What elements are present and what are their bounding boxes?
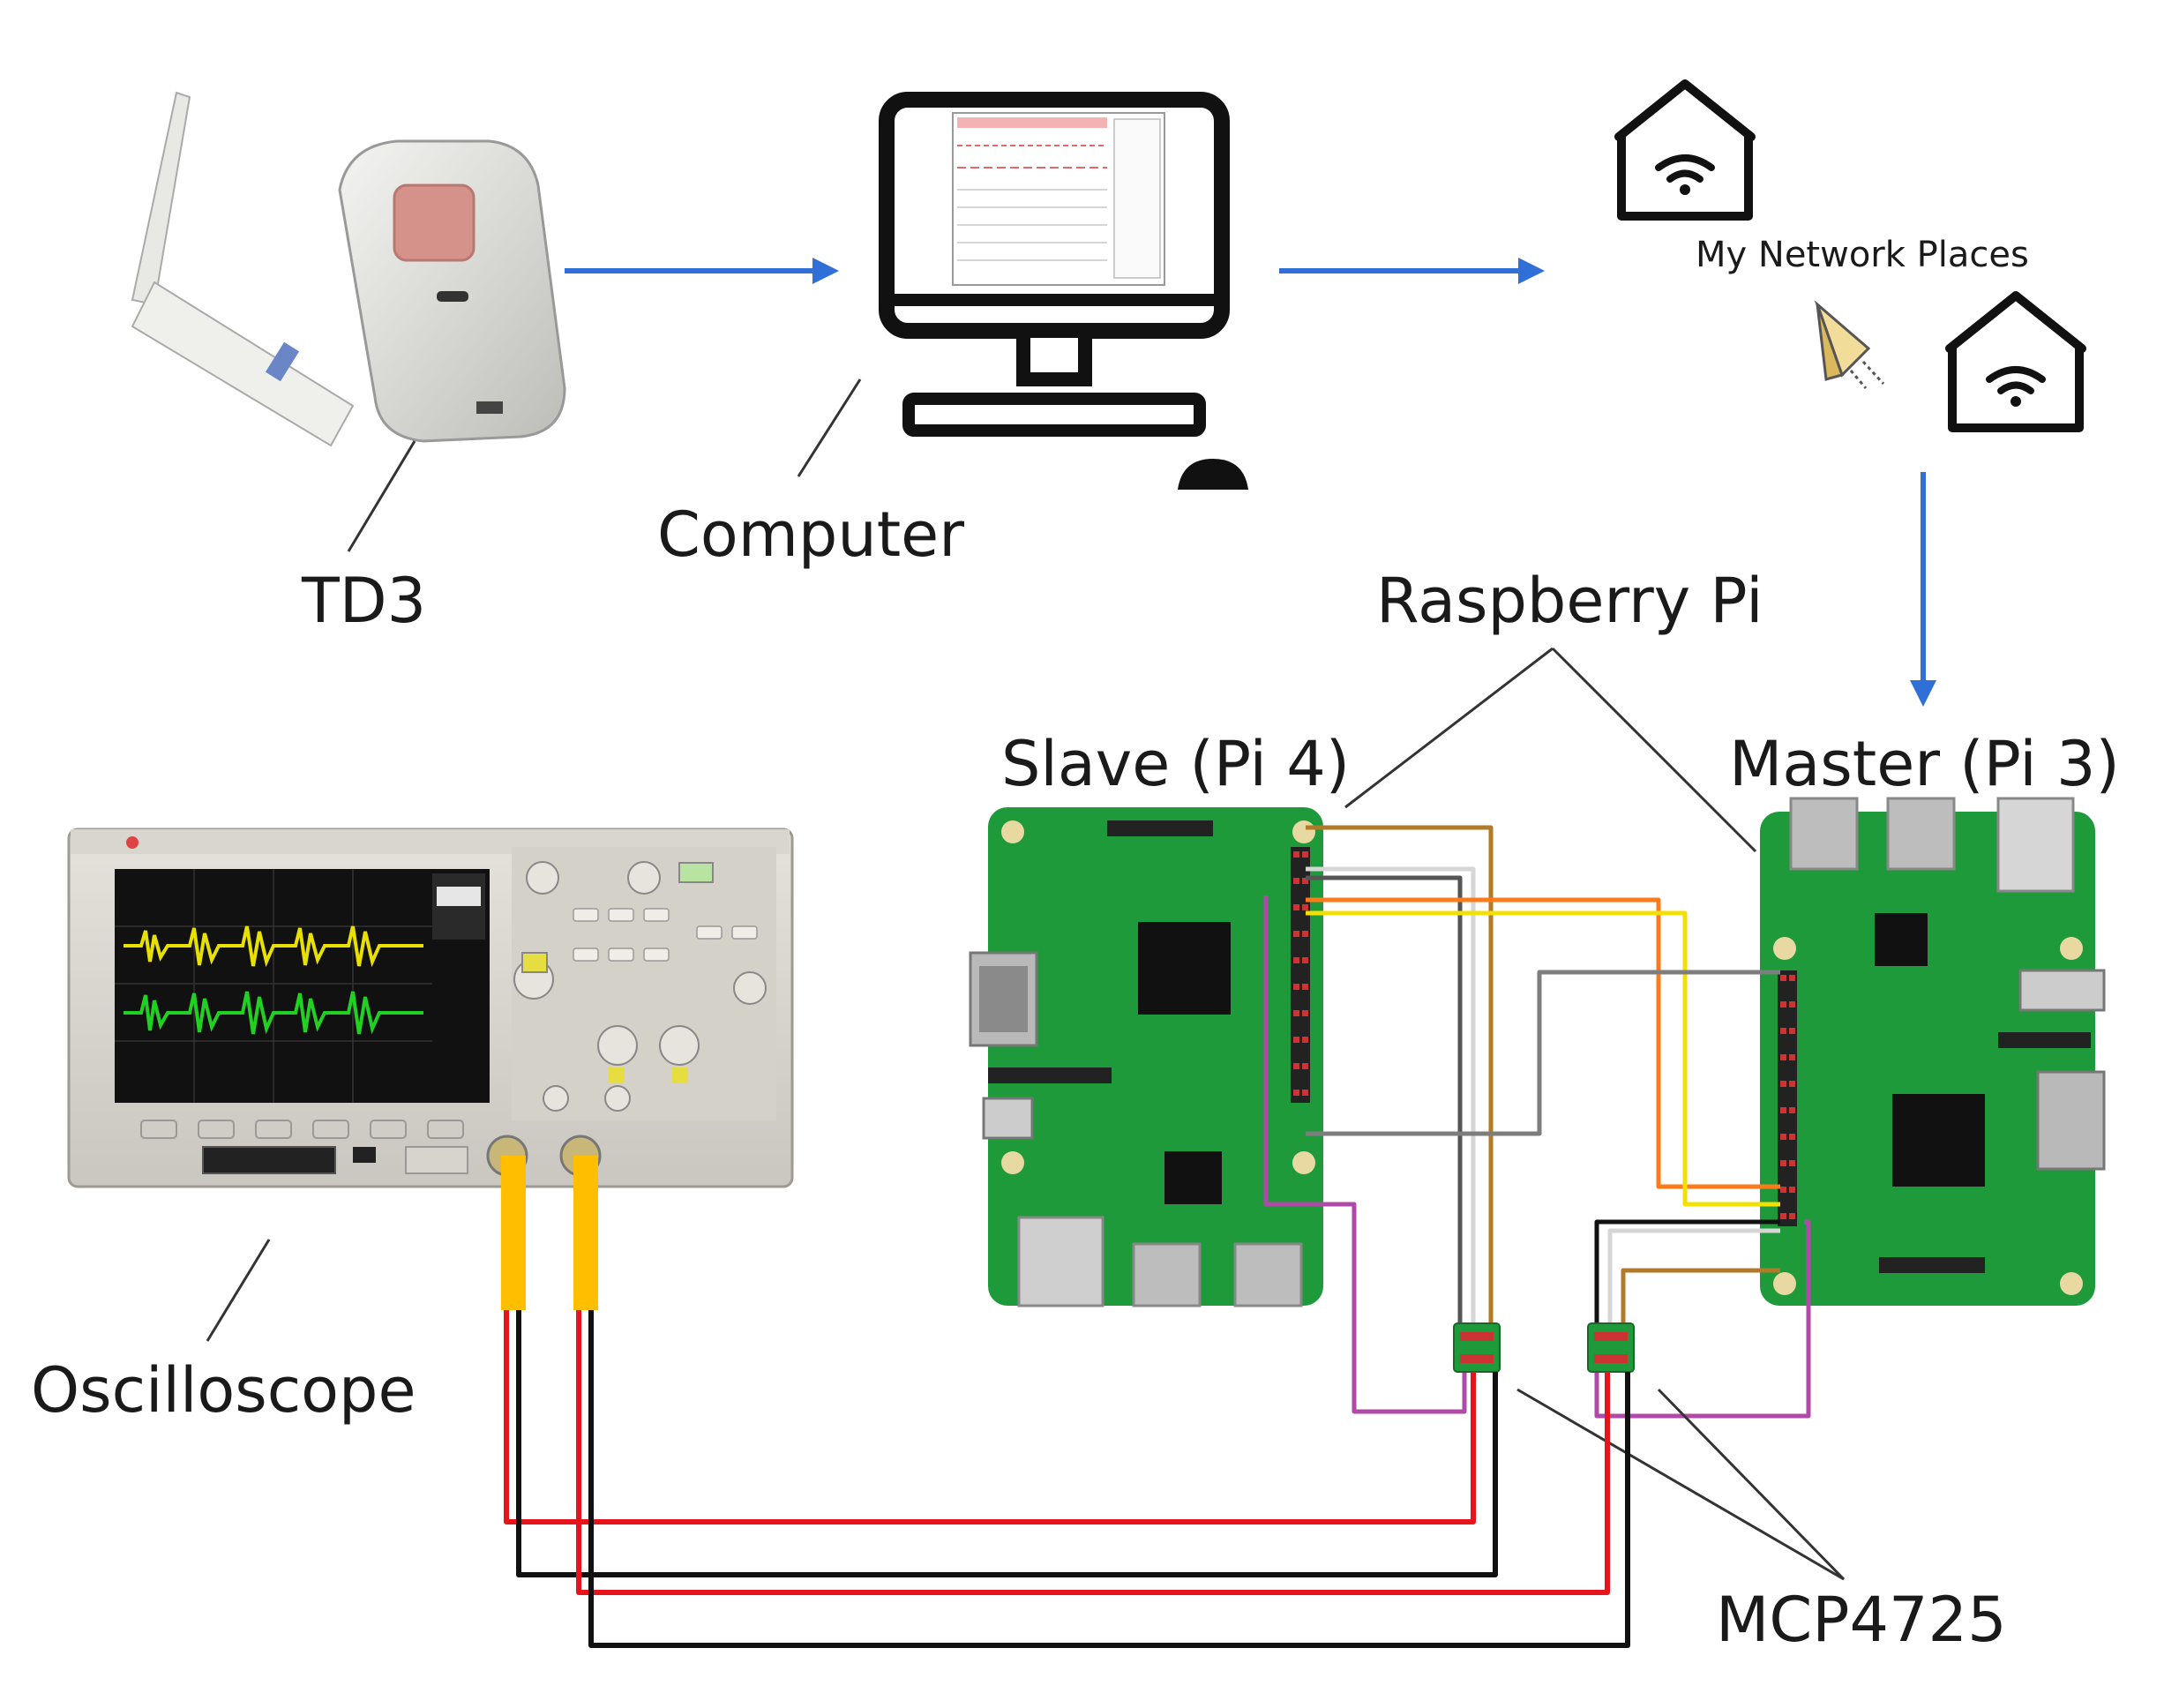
computer-label: Computer bbox=[657, 498, 964, 571]
td3-device bbox=[131, 91, 566, 552]
dac-module-icon bbox=[1453, 1322, 1501, 1373]
smart-home-icon bbox=[1614, 79, 1756, 221]
smart-home-icon bbox=[1945, 291, 2086, 432]
oscilloscope-label: Oscilloscope bbox=[31, 1354, 416, 1427]
td3-leader-line bbox=[347, 440, 416, 552]
wiring bbox=[1263, 825, 1811, 1419]
network-label: My Network Places bbox=[1696, 235, 2029, 275]
dac-module-icon bbox=[1587, 1322, 1635, 1373]
oscilloscope-icon bbox=[67, 828, 794, 1188]
td3-label: TD3 bbox=[301, 565, 426, 637]
usb-dongle-icon bbox=[131, 91, 355, 447]
probe-2 bbox=[573, 1156, 598, 1310]
paper-plane-icon bbox=[1814, 300, 1885, 389]
oscilloscope-leader-line bbox=[206, 1239, 271, 1342]
mcp-leader-left bbox=[1516, 1388, 1845, 1581]
computer-leader-line bbox=[797, 378, 862, 477]
raspberry-leader-master bbox=[1551, 647, 1757, 853]
probe-cables bbox=[504, 1310, 1630, 1648]
probe-1 bbox=[501, 1156, 526, 1310]
raspberry-pi-label: Raspberry Pi bbox=[1376, 565, 1763, 637]
mcp-leader-right bbox=[1657, 1388, 1846, 1581]
slave-label: Slave (Pi 4) bbox=[1001, 728, 1350, 800]
sensor-icon bbox=[338, 139, 566, 443]
raspberry-leader-slave bbox=[1344, 647, 1554, 809]
raspberry-pi-icon bbox=[1760, 797, 2106, 1306]
master-label: Master (Pi 3) bbox=[1729, 728, 2120, 800]
raspberry-pi-icon bbox=[969, 807, 1323, 1307]
desktop-computer-icon bbox=[879, 92, 1248, 490]
mcp4725-label: MCP4725 bbox=[1716, 1584, 2007, 1656]
